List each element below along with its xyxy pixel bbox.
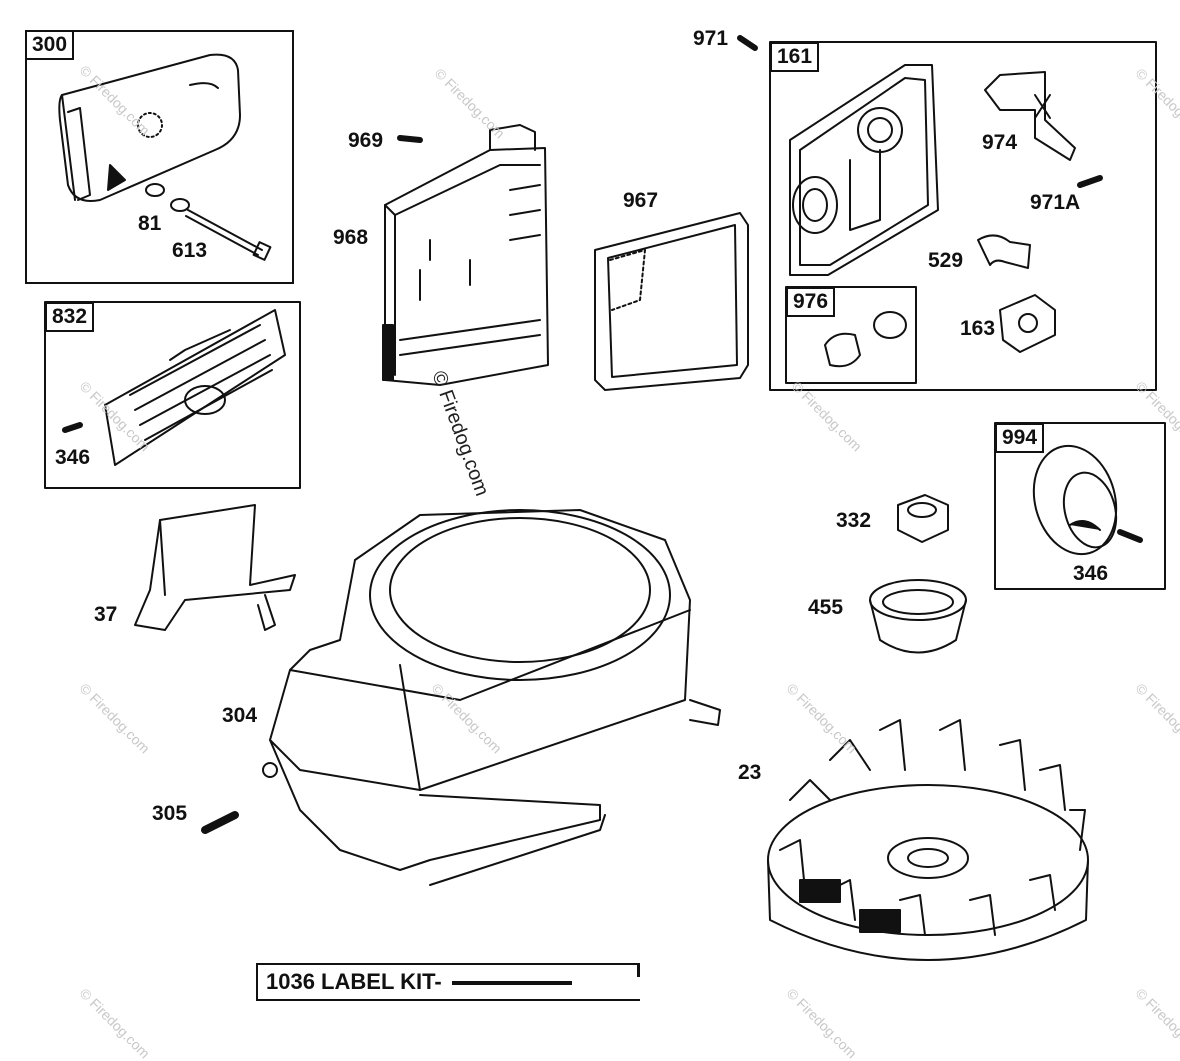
part-label-23[interactable]: 23 xyxy=(738,761,762,784)
part-label-455[interactable]: 455 xyxy=(808,596,844,619)
nut-icon xyxy=(897,494,949,543)
carburetor-group-box xyxy=(769,41,1157,391)
cup-box xyxy=(994,422,1166,590)
guard-box xyxy=(44,301,301,489)
blower-housing-icon xyxy=(262,509,721,886)
screw-icon xyxy=(201,811,239,834)
primer-box xyxy=(785,286,917,384)
air-filter-element-icon xyxy=(594,212,749,391)
part-tag-161[interactable]: 161 xyxy=(770,42,820,72)
screen-icon xyxy=(1032,444,1118,556)
part-label-971[interactable]: 971 xyxy=(693,27,729,50)
part-label-304[interactable]: 304 xyxy=(222,704,258,727)
screw-icon xyxy=(1077,175,1103,188)
label-kit-text[interactable]: 1036 LABEL KIT- xyxy=(266,969,442,994)
cup-icon xyxy=(869,579,967,654)
part-label-81[interactable]: 81 xyxy=(138,212,162,235)
carburetor-body-icon xyxy=(789,64,939,276)
part-label-332[interactable]: 332 xyxy=(836,509,872,532)
part-label-346-guard[interactable]: 346 xyxy=(55,446,91,469)
screw-icon xyxy=(62,422,83,433)
part-label-346-cup[interactable]: 346 xyxy=(1073,562,1109,585)
part-label-613[interactable]: 613 xyxy=(172,239,208,262)
part-label-974[interactable]: 974 xyxy=(982,131,1018,154)
muffler-icon xyxy=(58,53,272,261)
part-label-305[interactable]: 305 xyxy=(152,802,188,825)
part-label-969[interactable]: 969 xyxy=(348,129,384,152)
screw-icon xyxy=(1117,529,1143,543)
parts-diagram xyxy=(44,35,1166,961)
part-label-37[interactable]: 37 xyxy=(94,603,118,626)
part-label-968[interactable]: 968 xyxy=(333,226,369,249)
label-kit-box: 1036 LABEL KIT- xyxy=(256,963,640,1001)
bracket-icon xyxy=(984,71,1076,161)
part-label-967[interactable]: 967 xyxy=(623,189,659,212)
part-tag-300[interactable]: 300 xyxy=(25,30,75,60)
part-tag-994[interactable]: 994 xyxy=(995,423,1045,453)
part-tag-976[interactable]: 976 xyxy=(786,287,836,317)
gasket-icon xyxy=(999,294,1056,353)
flywheel-icon xyxy=(767,719,1089,961)
screw-icon xyxy=(737,35,758,51)
part-label-529[interactable]: 529 xyxy=(928,249,964,272)
label-kit-obscured xyxy=(451,981,572,986)
part-label-163[interactable]: 163 xyxy=(960,317,996,340)
baffle-icon xyxy=(134,504,296,631)
part-tag-832[interactable]: 832 xyxy=(45,302,95,332)
air-filter-base-icon xyxy=(382,124,549,386)
primer-bulb-icon xyxy=(824,332,861,368)
part-label-971a[interactable]: 971A xyxy=(1030,191,1081,214)
elbow-icon xyxy=(977,234,1031,269)
muffler-guard-icon xyxy=(104,309,286,466)
muffler-group-box xyxy=(25,30,294,284)
